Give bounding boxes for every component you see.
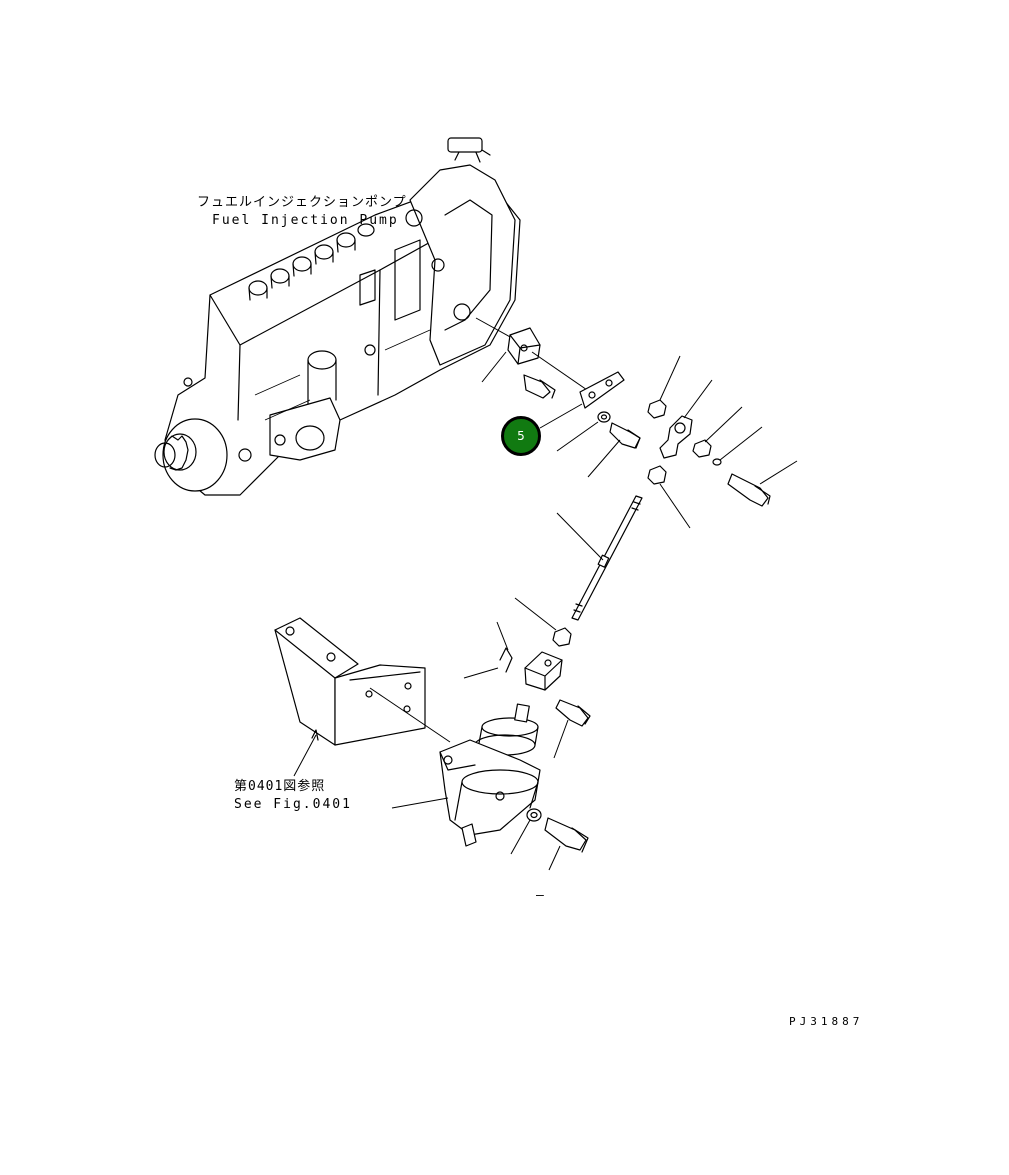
dash-mark: – — [536, 888, 546, 903]
fuel-injection-pump — [154, 137, 521, 496]
fig-ref-label-en: See Fig.0401 — [234, 797, 352, 812]
callout-5[interactable]: 5 — [501, 416, 541, 456]
callout-5-number: 5 — [517, 429, 525, 443]
mounting-bracket — [274, 617, 451, 777]
fig-ref-label-jp: 第0401図参照 — [234, 779, 326, 794]
pump-label-jp: フュエルインジェクションポンプ — [197, 195, 407, 210]
drawing-number: PJ31887 — [789, 1015, 864, 1028]
stop-solenoid — [391, 703, 589, 871]
pump-label-en: Fuel Injection Pump — [212, 213, 399, 228]
linkage-parts — [463, 327, 798, 759]
